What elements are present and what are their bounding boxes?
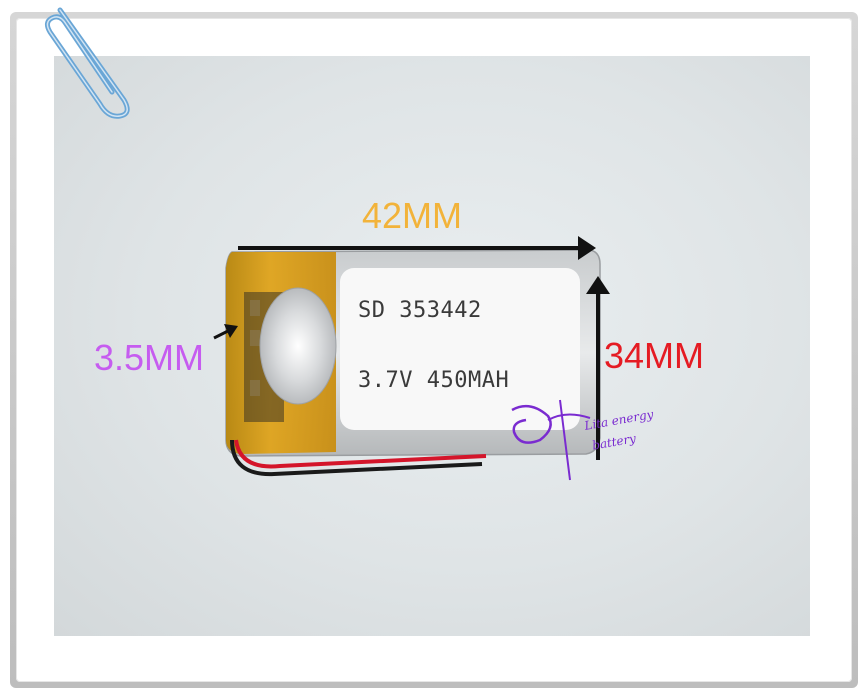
width-annotation: 42MM [362,195,463,236]
battery-model-text: SD 353442 [358,298,482,323]
height-arrow-head [586,276,610,294]
thickness-annotation: 3.5MM [94,337,205,378]
height-annotation: 34MM [604,335,705,376]
width-arrow-head [578,236,596,260]
white-label [340,268,580,430]
black-wire [230,439,483,477]
holographic-sticker [259,287,337,405]
lita-energy-logo [511,404,552,444]
thickness-arrow-head [224,324,238,338]
paperclip-icon [44,7,130,119]
battery-spec-text: 3.7V 450MAH [358,368,510,393]
red-wire [234,439,487,469]
